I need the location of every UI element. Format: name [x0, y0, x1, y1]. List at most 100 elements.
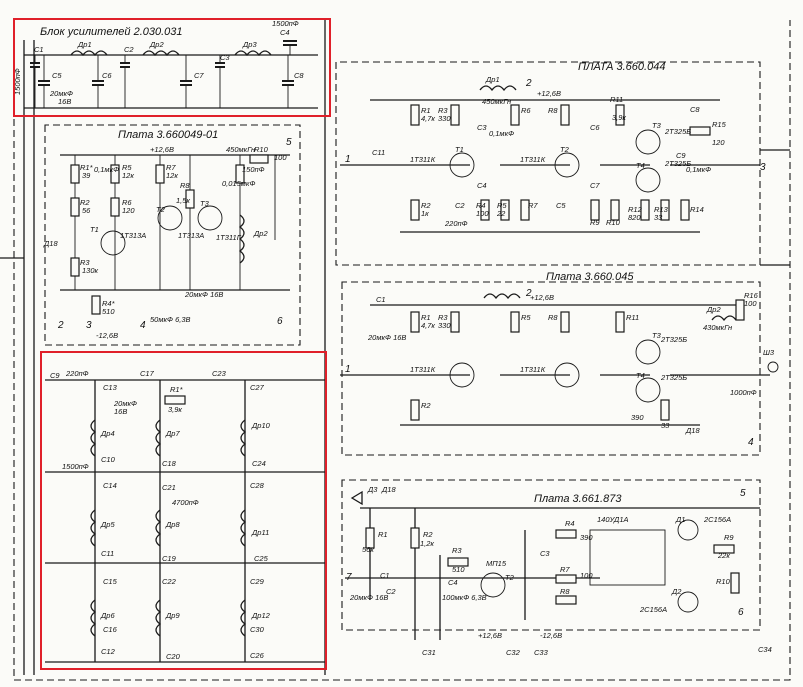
outer-frame	[0, 20, 791, 681]
value-C4-board1: 50мкФ 6,3В	[150, 315, 191, 324]
label-Dr10: Др10	[251, 421, 271, 430]
resistor-R3-board2	[450, 104, 460, 126]
label-T2: T2	[156, 205, 166, 214]
node-1-board2: 1	[345, 154, 351, 165]
label-Dr2-board1: Др2	[253, 229, 268, 238]
label-C27-lower: C27	[250, 383, 265, 392]
inductor-Dr1-board2	[479, 85, 517, 92]
connector-Sh3[interactable]	[767, 361, 779, 373]
resistor-R6-board2	[510, 104, 520, 126]
resistor-R3	[70, 257, 80, 277]
label-R7-board4: R7	[560, 565, 570, 574]
value-R15-board2: 120	[712, 138, 725, 147]
value-C3-board2: 0,1мкФ	[489, 129, 514, 138]
value-R1-board3: 4,7к	[421, 321, 435, 330]
value-C13-voltage: 16В	[114, 407, 127, 416]
label-D2-board4: Д2	[671, 587, 682, 596]
node-2-board3: 2	[525, 288, 532, 299]
board-3660045: Плата 3.660.045 +12,6В Ш3 C1 R1 R2 R3 R5…	[340, 271, 779, 435]
resistor-R11-board3	[615, 311, 625, 333]
lower-left-filter-block: C9 C13 C14 C15 C16 C10 C11 C12 C17 C18 C…	[40, 351, 327, 670]
label-C20-lower: C20	[166, 652, 181, 661]
label-Dr2-top: Др2	[149, 40, 164, 49]
type-T3: 1Т311Г	[216, 233, 242, 242]
value-R1-board4: 56к	[362, 545, 374, 554]
label-T1: T1	[90, 225, 99, 234]
node-4-board1: 4	[140, 320, 146, 331]
diode-D3	[350, 490, 363, 506]
resistor-R9-board2	[590, 199, 600, 221]
board2-title: ПЛАТА 3.660.044	[578, 61, 665, 73]
label-C34: C34	[758, 645, 772, 654]
ic-label: 140УД1А	[597, 515, 629, 524]
label-C23-lower: C23	[212, 369, 227, 378]
inductor-Dr2-board3	[711, 315, 737, 322]
label-C4-board4: C4	[448, 578, 458, 587]
resistor-R14-board2	[680, 199, 690, 221]
value-C11-board3: 1000пФ	[730, 388, 757, 397]
label-Dr4: Др4	[100, 429, 115, 438]
value-C1-board3: 20мкФ 16В	[367, 333, 406, 342]
label-C12-lower: C12	[101, 647, 116, 656]
value-Dr2-board3: 430мкГн	[703, 323, 732, 332]
resistor-R2-board3	[410, 399, 420, 421]
label-C11-board2: C11	[372, 148, 385, 157]
label-R8: R8	[180, 181, 190, 190]
node-1-board3: 1	[345, 364, 351, 375]
resistor-R1-board2	[410, 104, 420, 126]
label-R2: R2	[80, 198, 90, 207]
capacitor-C8	[282, 80, 294, 86]
type-T2: 1Т313А	[178, 231, 204, 240]
label-C9-board2: C9	[676, 151, 686, 160]
label-D18-board1: Д18	[43, 239, 58, 248]
node-3-board2: 3	[760, 162, 766, 173]
board2-supply: +12,6В	[537, 89, 561, 98]
resistor-R9	[235, 164, 245, 184]
label-C11-lower: C11	[101, 549, 114, 558]
label-Dr2-board3: Др2	[706, 305, 721, 314]
transistor-T2-board3	[554, 362, 580, 388]
label-C21-lower: C21	[162, 483, 176, 492]
board4-supply-plus: +12,6В	[478, 631, 502, 640]
resistor-R8-board3	[560, 311, 570, 333]
value-C6-board1: 0,015мкФ	[222, 179, 255, 188]
value-C1-board4: 20мкФ 16В	[349, 593, 388, 602]
label-T4-board2: T4	[636, 161, 645, 170]
label-R3: R3	[80, 258, 90, 267]
value-Dr1-board1: 450мкГн	[226, 145, 255, 154]
value-R8: 1,5к	[176, 196, 190, 205]
label-C6-board2: C6	[590, 123, 600, 132]
label-R16-board3: R16	[744, 291, 759, 300]
transistor-T2-board4	[480, 572, 506, 598]
resistor-R4-board2	[480, 199, 490, 221]
type-T2-board3: 1Т311К	[520, 365, 546, 374]
capacitor-C4-top	[283, 40, 297, 46]
type-T2-board2: 1Т311К	[520, 155, 546, 164]
label-D18-board4: Д18	[381, 485, 396, 494]
value-C21-lower: 4700пФ	[172, 498, 199, 507]
resistor-R8-board2	[560, 104, 570, 126]
label-R6-board2: R6	[521, 106, 531, 115]
value-R3: 130к	[82, 266, 99, 275]
label-C13-lower: C13	[103, 383, 118, 392]
resistor-R4-board4	[555, 529, 577, 539]
board4-supply-minus: -12,6В	[540, 631, 562, 640]
resistor-R8-board4	[555, 595, 577, 605]
label-T3-board2: T3	[652, 121, 662, 130]
type-D2-board4: 2С156А	[639, 605, 667, 614]
resistor-R12-board2	[640, 199, 650, 221]
label-C1-board3: C1	[376, 295, 386, 304]
value-R11-board2: 3,9к	[612, 113, 626, 122]
value-R1-lower: 3,9к	[168, 405, 182, 414]
resistor-R1-board4	[365, 527, 375, 549]
label-R3-board4: R3	[452, 546, 462, 555]
value-R13-board2: 33	[654, 213, 663, 222]
value-C5-voltage: 16В	[58, 97, 71, 106]
board1-title: Плата 3.660049-01	[118, 129, 218, 141]
board-3660044: ПЛАТА 3.660.044 +12,6В R1 R2	[340, 61, 760, 233]
capacitor-C3-top	[215, 62, 225, 68]
label-C15-lower: C15	[103, 577, 118, 586]
label-R3-board2: R3	[438, 106, 448, 115]
label-C8: C8	[294, 71, 304, 80]
